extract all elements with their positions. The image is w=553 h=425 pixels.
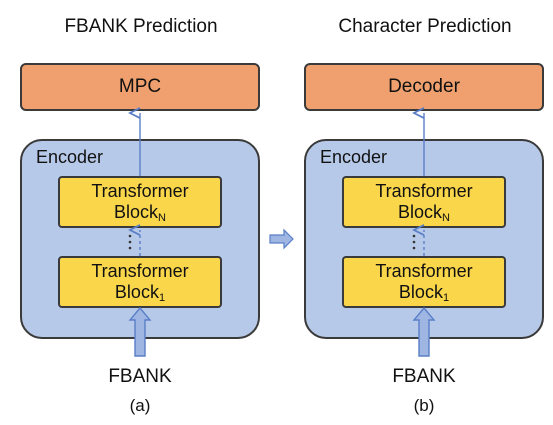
output-label-a: FBANK Prediction <box>64 16 218 37</box>
encoder-label-b: Encoder <box>320 147 388 167</box>
ellipsis-dots-a <box>128 234 132 250</box>
decoder-box: Decoder <box>304 63 544 111</box>
input-arrow-b <box>412 306 436 357</box>
block-1-line1-a: Transformer <box>91 261 189 281</box>
block-n-line1-a: Transformer <box>91 181 189 201</box>
output-label-b: Character Prediction <box>338 16 512 37</box>
block-1-line1-b: Transformer <box>375 261 473 281</box>
transformer-block-1-a: Transformer Block1 <box>58 256 222 308</box>
block-n-line2-a: BlockN <box>114 202 166 224</box>
block-1-line2-a: Block1 <box>114 282 166 304</box>
block-n-line1-b: Transformer <box>375 181 473 201</box>
caption-b: (b) <box>413 396 435 415</box>
input-arrow-a <box>128 306 152 357</box>
transformer-block-1-b: Transformer Block1 <box>342 256 506 308</box>
encoder-label-a: Encoder <box>36 147 104 167</box>
block-1-line2-b: Block1 <box>398 282 450 304</box>
ellipsis-dots-b <box>412 234 416 250</box>
caption-a: (a) <box>129 396 151 415</box>
block-n-line2-b: BlockN <box>398 202 450 224</box>
input-label-b: FBANK <box>392 366 456 387</box>
input-label-a: FBANK <box>108 366 172 387</box>
right-arrow-icon <box>269 228 294 250</box>
